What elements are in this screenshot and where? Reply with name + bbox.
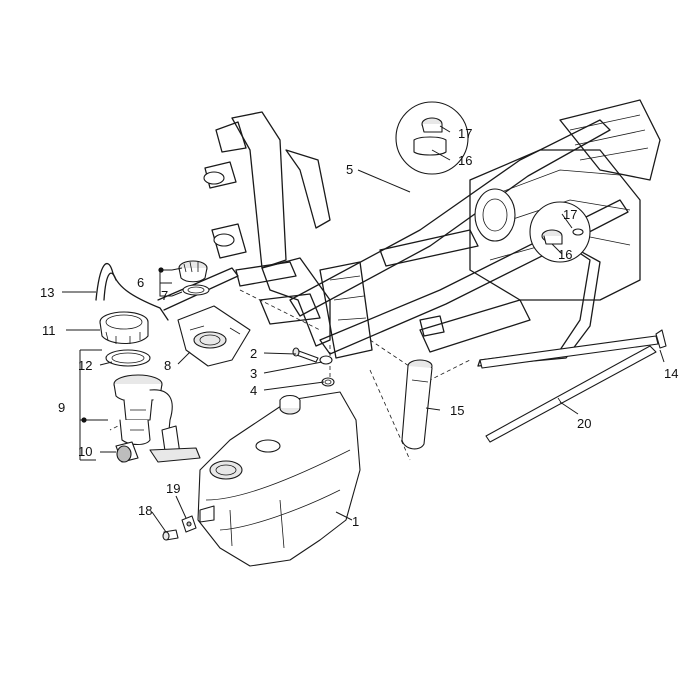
callout-9: 9 <box>58 400 65 415</box>
callout-16-upper: 16 <box>458 153 472 168</box>
callout-18: 18 <box>138 503 152 518</box>
part-1-fuel-tank <box>197 391 361 567</box>
callout-13: 13 <box>40 285 54 300</box>
part-8-protection-mat <box>177 305 251 367</box>
callout-12: 12 <box>78 358 92 373</box>
callout-2: 2 <box>250 346 257 361</box>
part-7-cap-seal <box>182 284 210 296</box>
callout-10: 10 <box>78 444 92 459</box>
part-11-ring-nut <box>99 311 149 345</box>
callout-6: 6 <box>137 275 144 290</box>
callout-labels: 1 2 3 4 5 6 7 8 9 10 11 12 13 14 15 16 1… <box>40 126 678 529</box>
part-12-gasket <box>105 349 151 367</box>
kit-dot-6 <box>158 267 164 273</box>
callout-1: 1 <box>352 514 359 529</box>
callout-16-lower: 16 <box>558 247 572 262</box>
part-3-washer <box>319 355 333 365</box>
part-18-screw <box>162 529 179 541</box>
part-10-fuel-filter <box>115 441 139 463</box>
part-14-hose-fitting <box>479 329 667 369</box>
callout-14: 14 <box>664 366 678 381</box>
callout-3: 3 <box>250 366 257 381</box>
callout-19: 19 <box>166 481 180 496</box>
detail-circle-lower <box>529 201 591 263</box>
part-15-fuel-level-sensor <box>401 359 433 450</box>
callout-20: 20 <box>577 416 591 431</box>
callout-17-lower: 17 <box>563 207 577 222</box>
kit-dot-9 <box>81 417 87 423</box>
callout-4: 4 <box>250 383 257 398</box>
detail-circle-upper <box>395 101 469 175</box>
part-9-fuel-pump <box>113 374 201 463</box>
scooter-frame <box>203 99 661 367</box>
callout-7: 7 <box>161 288 168 303</box>
part-6-fuel-cap <box>178 260 208 283</box>
callout-11: 11 <box>42 323 56 338</box>
callout-5: 5 <box>346 162 353 177</box>
leader-lines <box>62 125 665 533</box>
part-2-screw <box>292 347 319 363</box>
callout-17-upper: 17 <box>458 126 472 141</box>
part-19-clip-nut <box>181 515 197 533</box>
callout-15: 15 <box>450 403 464 418</box>
callout-8: 8 <box>164 358 171 373</box>
